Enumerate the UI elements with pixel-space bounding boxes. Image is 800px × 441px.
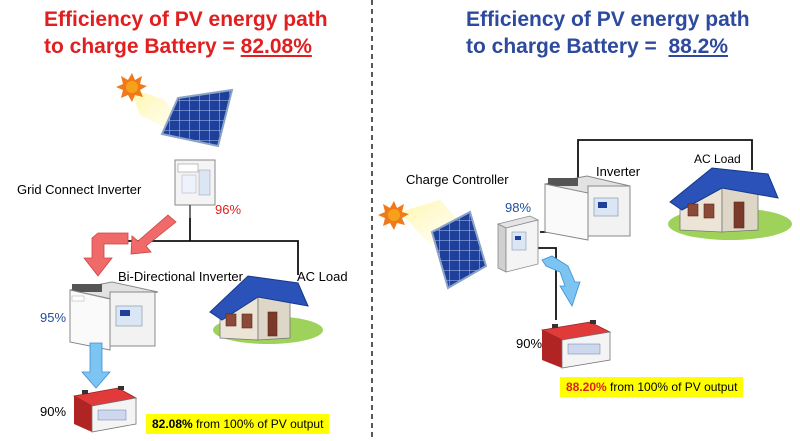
right-ac-load-label: AC Load xyxy=(694,152,741,166)
left-ac-load-label: AC Load xyxy=(297,269,348,284)
right-note-text: from 100% of PV output xyxy=(606,380,738,394)
right-title: Efficiency of PV energy path to charge B… xyxy=(466,6,750,60)
solar-panel-left xyxy=(160,88,234,148)
blue-arrow-right xyxy=(541,255,581,307)
left-note-value: 82.08% xyxy=(152,417,193,431)
charge-controller-device xyxy=(496,215,540,273)
left-title-line1: Efficiency of PV energy path xyxy=(44,8,328,31)
solar-panel-right xyxy=(430,210,488,290)
red-arrow-2 xyxy=(83,232,129,277)
grid-inverter-device xyxy=(174,159,216,218)
grid-inverter-label: Grid Connect Inverter xyxy=(17,182,142,197)
wire-right-battery xyxy=(538,247,557,320)
house-left xyxy=(209,275,323,344)
right-battery-pct: 90% xyxy=(516,336,543,351)
left-title-prefix: to charge Battery = xyxy=(44,35,241,58)
charge-controller-label: Charge Controller xyxy=(406,172,509,187)
red-arrow-1 xyxy=(130,214,177,255)
left-title: Efficiency of PV energy path to charge B… xyxy=(44,6,328,60)
left-note-text: from 100% of PV output xyxy=(192,417,324,431)
bidir-inverter-device xyxy=(69,281,159,351)
house-right xyxy=(668,167,792,240)
left-title-line2: to charge Battery = 82.08% xyxy=(44,33,328,60)
right-efficiency-note: 88.20% from 100% of PV output xyxy=(560,377,744,397)
grid-inverter-pct: 96% xyxy=(215,202,242,217)
left-battery-pct: 90% xyxy=(40,404,67,419)
sun-icon-left xyxy=(116,73,147,102)
left-efficiency-note: 82.08% from 100% of PV output xyxy=(146,414,330,434)
inverter-right-device xyxy=(544,175,631,241)
charge-controller-pct: 98% xyxy=(505,200,532,215)
bidir-inverter-pct: 95% xyxy=(40,310,67,325)
battery-right-device xyxy=(540,320,612,369)
sun-icon-right xyxy=(378,201,409,230)
right-note-value: 88.20% xyxy=(566,380,607,394)
right-title-line1: Efficiency of PV energy path xyxy=(466,8,750,31)
battery-left-device xyxy=(72,386,138,433)
left-title-value: 82.08% xyxy=(240,35,312,58)
bidir-inverter-label: Bi-Directional Inverter xyxy=(118,269,243,284)
right-title-value: 88.2% xyxy=(668,35,729,58)
right-title-line2: to charge Battery = 88.2% xyxy=(466,33,750,60)
right-title-prefix: to charge Battery = xyxy=(466,35,669,58)
inverter-right-label: Inverter xyxy=(596,164,641,179)
blue-arrow-left xyxy=(81,342,111,389)
